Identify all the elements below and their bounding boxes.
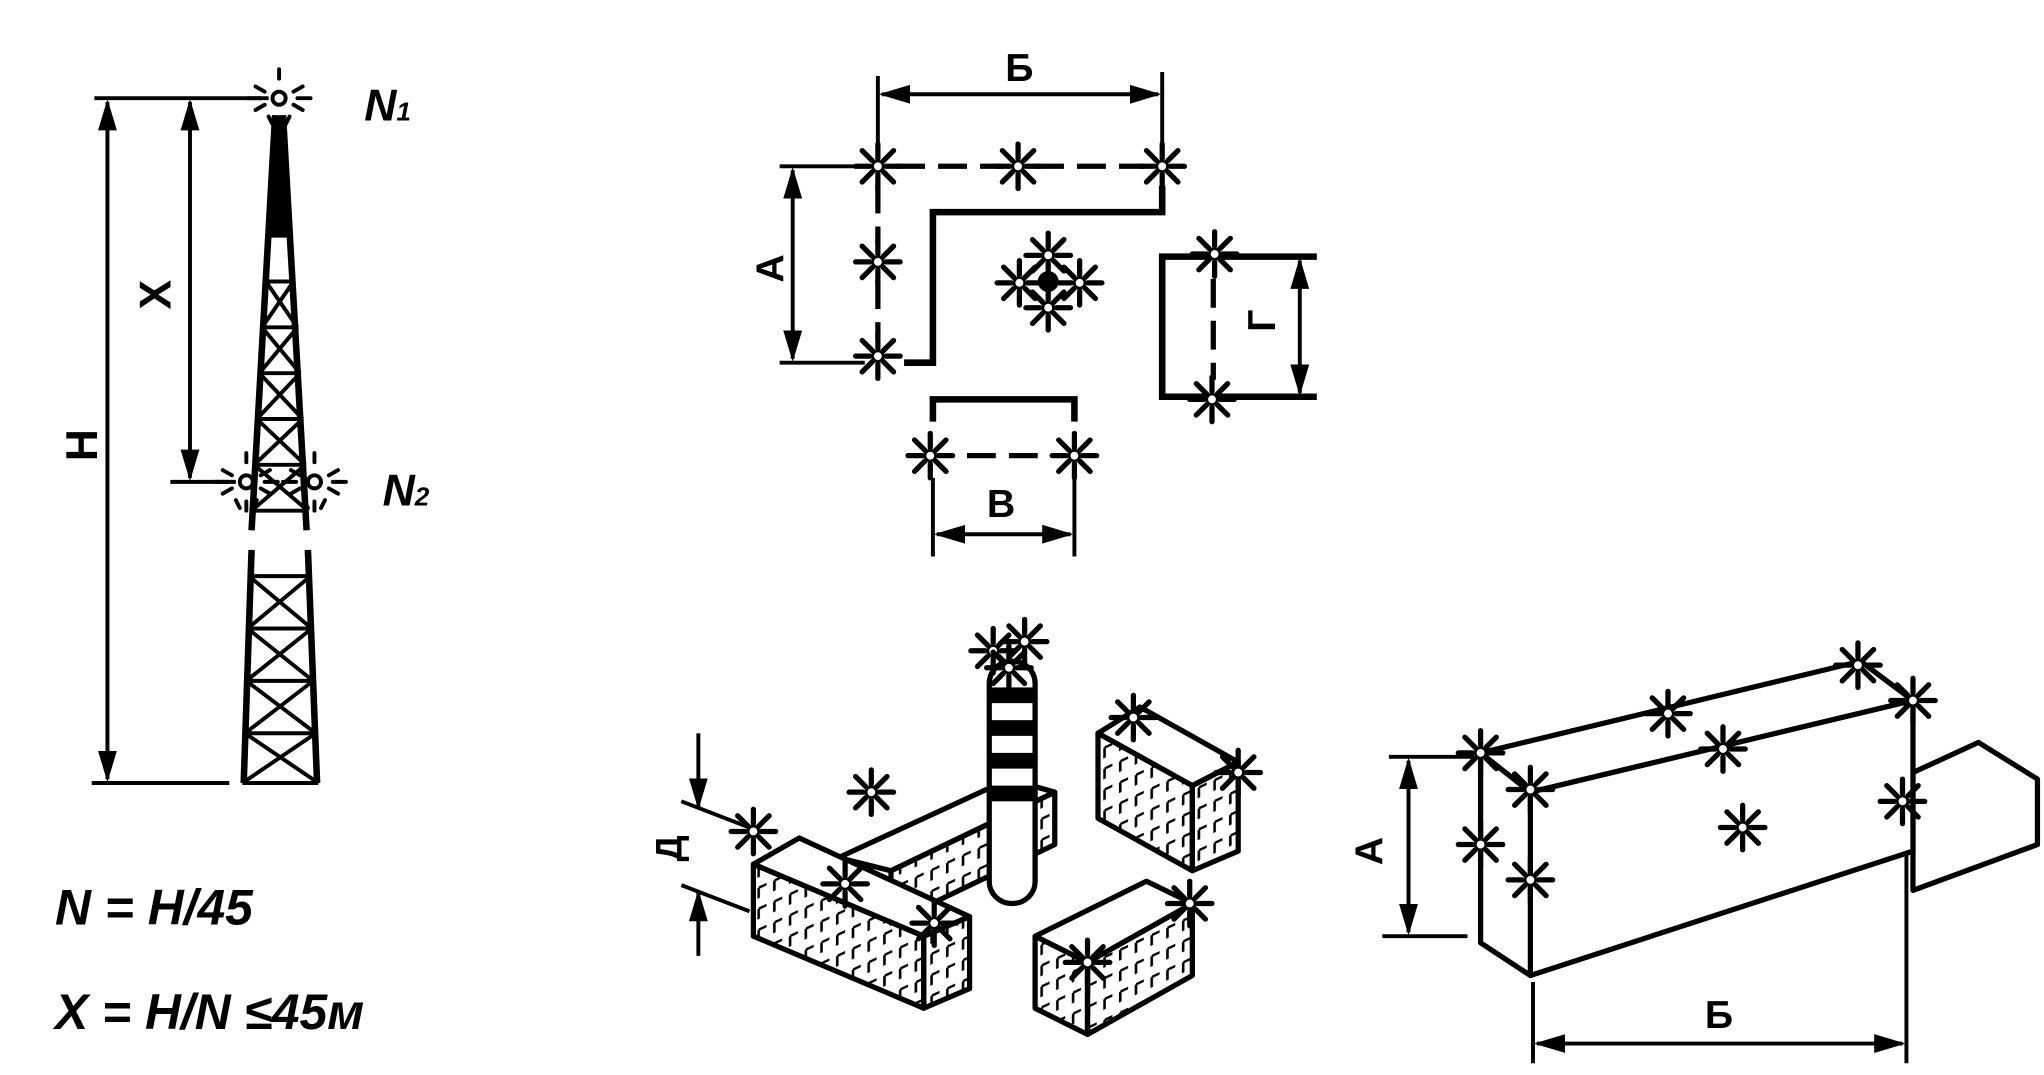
light-star-icon bbox=[997, 261, 1042, 306]
light-star-icon bbox=[856, 334, 901, 379]
dim-b-label: Б bbox=[1005, 46, 1033, 90]
light-star-icon bbox=[856, 144, 901, 189]
light-star-icon bbox=[1508, 858, 1553, 903]
building-outline bbox=[929, 396, 1078, 422]
light-star-icon bbox=[1192, 232, 1237, 277]
formula-x: X = H/N ≤45м bbox=[52, 984, 364, 1040]
light-star-icon bbox=[1646, 691, 1691, 736]
light-star-icon bbox=[1052, 433, 1097, 478]
light-n2-subscript: 2 bbox=[414, 481, 430, 511]
formula-n: N = H/45 bbox=[55, 879, 254, 935]
obstruction-light-mid-right-icon bbox=[281, 451, 348, 513]
light-star-icon bbox=[1057, 261, 1102, 306]
dim-d-label: Д bbox=[648, 835, 689, 861]
tower-figure: X H N1 N2 N = H/45 X = H/N ≤45м bbox=[52, 67, 430, 1040]
light-star-icon bbox=[823, 862, 868, 907]
light-star-icon bbox=[1836, 643, 1881, 688]
light-star-icon bbox=[996, 144, 1041, 189]
light-star-icon bbox=[1065, 940, 1110, 985]
light-n2-label: N2 bbox=[383, 466, 430, 515]
light-star-icon bbox=[849, 770, 894, 815]
dim-h-label: H bbox=[58, 429, 107, 461]
light-n1-letter: N bbox=[364, 81, 397, 130]
light-star-icon bbox=[1891, 678, 1936, 723]
block-side-face bbox=[1477, 750, 1533, 979]
dim-x-label: X bbox=[131, 279, 180, 309]
light-star-icon bbox=[731, 809, 776, 854]
light-star-icon bbox=[1140, 144, 1185, 189]
light-star-icon bbox=[1458, 731, 1503, 776]
light-star-icon bbox=[1026, 285, 1071, 330]
light-star-icon bbox=[1720, 805, 1765, 850]
light-n1-subscript: 1 bbox=[396, 96, 411, 126]
light-star-icon bbox=[1190, 377, 1235, 422]
extension-line bbox=[680, 883, 751, 914]
light-star-icon bbox=[1508, 767, 1553, 812]
dim-g-label: Г bbox=[1240, 310, 1284, 332]
building-outline bbox=[1158, 253, 1317, 401]
tower-base bbox=[240, 549, 321, 785]
light-star-icon bbox=[987, 646, 1032, 691]
dim-b-label: Б bbox=[1705, 993, 1733, 1037]
light-star-icon bbox=[1458, 822, 1503, 867]
obstruction-light-top-icon bbox=[245, 67, 313, 129]
tower-spire bbox=[248, 115, 310, 531]
light-star-icon bbox=[1216, 750, 1261, 795]
chimney bbox=[986, 658, 1038, 907]
light-star-icon bbox=[1880, 779, 1925, 824]
dim-a-label: А bbox=[1347, 837, 1391, 865]
plan-figure: Б А Г В bbox=[749, 46, 1317, 557]
annex-block bbox=[1910, 739, 2041, 893]
light-star-icon bbox=[1701, 727, 1746, 772]
obstruction-light-mid-left-icon bbox=[212, 451, 280, 513]
light-star-icon bbox=[856, 240, 901, 285]
extension-line bbox=[680, 799, 751, 830]
light-n2-letter: N bbox=[383, 466, 416, 515]
light-star-icon bbox=[912, 901, 957, 946]
building-outline bbox=[904, 185, 1166, 366]
building-complex-figure: Д bbox=[648, 619, 1261, 1038]
light-star-icon bbox=[1167, 881, 1212, 926]
dim-v-label: В bbox=[987, 482, 1015, 526]
perimeter-dashed-line bbox=[875, 163, 1144, 338]
light-star-icon bbox=[1111, 695, 1156, 740]
dim-a-label: А bbox=[749, 254, 793, 282]
light-cluster bbox=[997, 233, 1102, 330]
long-block-figure: А Б bbox=[1347, 643, 2041, 1064]
light-n1-label: N1 bbox=[364, 81, 411, 130]
light-star-icon bbox=[908, 433, 953, 478]
cluster-center bbox=[1037, 271, 1059, 292]
